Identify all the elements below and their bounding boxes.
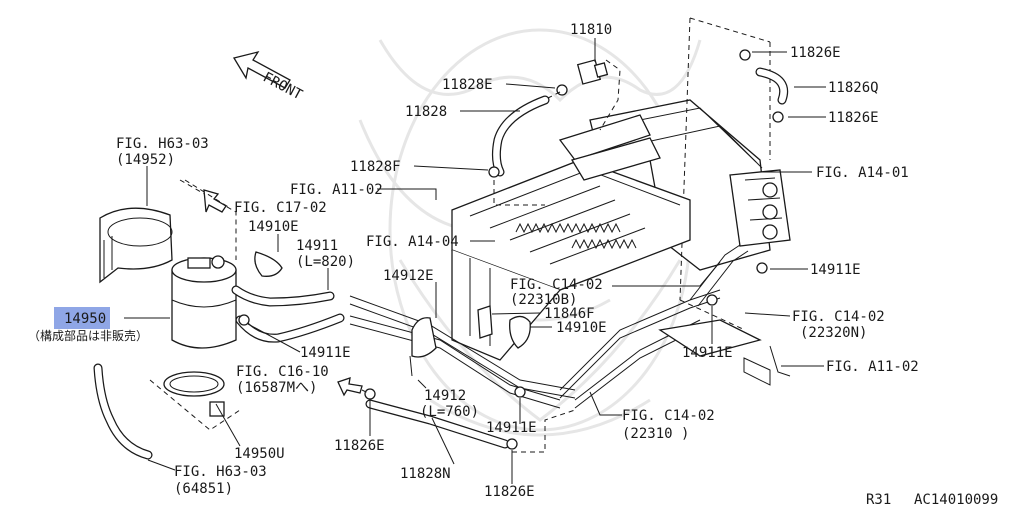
- fuel-rail-ribs: [515, 222, 621, 234]
- label-fig-a14-01: FIG. A14-01: [816, 165, 909, 181]
- bracket-14952: [99, 207, 173, 284]
- label-11810: 11810: [570, 22, 612, 38]
- leader-lines: [124, 38, 826, 484]
- label-fig-h63-03-bottom: FIG. H63-03: [174, 464, 267, 480]
- label-11826q: 11826Q: [828, 80, 879, 96]
- label-14911e-mid: 14911E: [682, 345, 733, 361]
- label-14911e-right: 14911E: [810, 262, 861, 278]
- label-14911e-bottom: 14911E: [486, 420, 537, 436]
- label-14910e-top: 14910E: [248, 219, 299, 235]
- label-fig-a14-04: FIG. A14-04: [366, 234, 459, 250]
- strap-14950U: [163, 371, 225, 417]
- label-fig-c14-02-a-sub: (22310B): [510, 292, 577, 308]
- label-fig-c14-02-c: FIG. C14-02: [622, 408, 715, 424]
- label-14950u: 14950U: [234, 446, 285, 462]
- label-14950-note: （構成部品は非販売）: [28, 328, 148, 343]
- label-fig-h63-03-bottom-sub: (64851): [174, 481, 233, 497]
- label-11846f: 11846F: [544, 306, 595, 322]
- label-11826e-bottom-left: 11826E: [334, 438, 385, 454]
- footer-code: AC14010099: [914, 492, 998, 508]
- label-fig-c14-02-b-sub: (22320N): [800, 325, 867, 341]
- part-14950-highlight: [54, 307, 110, 329]
- front-label: FRONT: [260, 69, 305, 103]
- label-11826e-mid: 11826E: [828, 110, 879, 126]
- callout-labels: 11810 11828E 11828 11828F 11826E 11826Q …: [28, 22, 919, 500]
- label-fig-a11-02-bottom: FIG. A11-02: [826, 359, 919, 375]
- label-fig-c16-10-sub: (16587Mへ): [236, 380, 317, 396]
- label-14911-length: (L=820): [296, 254, 355, 270]
- label-14912: 14912: [424, 388, 466, 404]
- label-11826e-bottom: 11826E: [484, 484, 535, 500]
- label-fig-h63-03-top: FIG. H63-03: [116, 136, 209, 152]
- label-14912e: 14912E: [383, 268, 434, 284]
- canister-14950: [171, 255, 237, 349]
- label-14950: 14950: [64, 311, 106, 327]
- label-11828e: 11828E: [442, 77, 493, 93]
- label-fig-a11-02-top: FIG. A11-02: [290, 182, 383, 198]
- label-fig-c14-02-b: FIG. C14-02: [792, 309, 885, 325]
- label-14911: 14911: [296, 238, 338, 254]
- label-11828: 11828: [405, 104, 447, 120]
- fig-c16-10-arrow-icon: [337, 377, 363, 397]
- valve-11810: [556, 59, 609, 96]
- label-14911e-left: 14911E: [300, 345, 351, 361]
- label-fig-c14-02-c-sub: (22310 ): [622, 426, 689, 442]
- label-14910e-mid: 14910E: [556, 320, 607, 336]
- label-11828n: 11828N: [400, 466, 451, 482]
- label-14912-length: (L=760): [420, 404, 479, 420]
- label-fig-c14-02-a: FIG. C14-02: [510, 277, 603, 293]
- label-11828f: 11828F: [350, 159, 401, 175]
- fig-c17-02-arrow-icon: [203, 189, 227, 213]
- label-11826e-top: 11826E: [790, 45, 841, 61]
- footer-model: R31: [866, 492, 891, 508]
- label-fig-c16-10: FIG. C16-10: [236, 364, 329, 380]
- front-arrow-icon: [232, 50, 291, 89]
- label-fig-c17-02: FIG. C17-02: [234, 200, 327, 216]
- label-fig-h63-03-top-sub: (14952): [116, 152, 175, 168]
